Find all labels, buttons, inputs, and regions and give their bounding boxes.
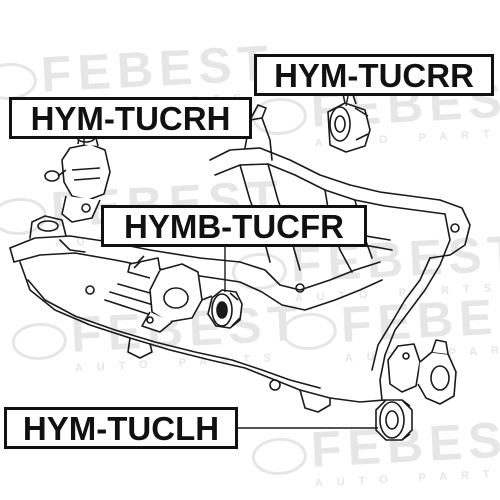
svg-text:FEBEST: FEBEST — [40, 35, 276, 103]
part-label-hym-tuclh: HYM-TUCLH — [4, 407, 238, 449]
mount-tucfr — [127, 255, 213, 333]
bushing-tucrr — [327, 91, 371, 153]
bushing-tuclh — [375, 399, 413, 441]
leader-lines — [83, 95, 378, 429]
part-label-hym-tucrr: HYM-TUCRR — [254, 54, 494, 96]
mount-tuclh — [387, 339, 457, 405]
subframe-drawing — [9, 104, 471, 413]
part-label-hym-tucrh: HYM-TUCRH — [9, 97, 252, 139]
svg-text:FEBEST: FEBEST — [340, 285, 500, 353]
part-label-hymb-tucfr: HYMB-TUCFR — [101, 205, 367, 247]
bushing-tucfr — [207, 289, 243, 329]
leader-line-tucrr — [345, 95, 349, 107]
engine-mount-tucrh — [44, 129, 111, 223]
